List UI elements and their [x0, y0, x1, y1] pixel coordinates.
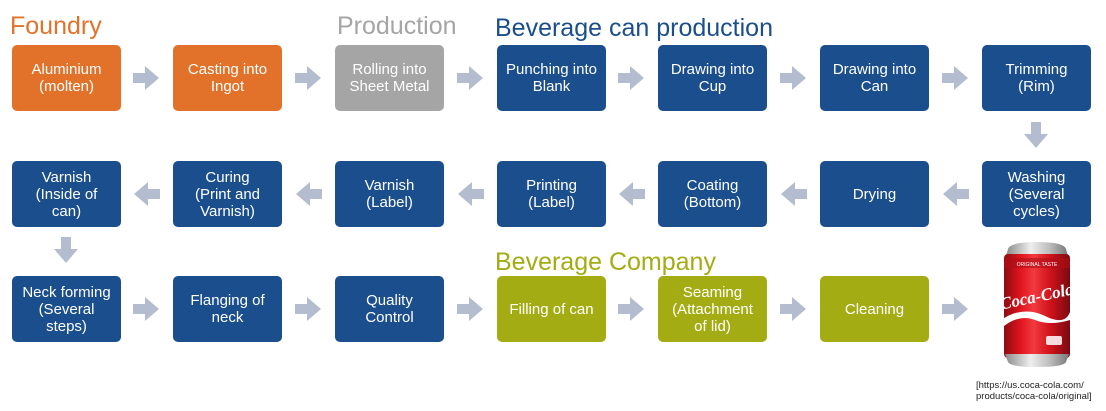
step-cleaning: Cleaning [820, 276, 929, 342]
image-source-note: [https://us.coca-cola.com/ products/coca… [976, 380, 1092, 402]
step-seaming: Seaming (Attachment of lid) [658, 276, 767, 342]
step-curing: Curing (Print and Varnish) [173, 161, 282, 227]
step-neck-forming: Neck forming (Several steps) [12, 276, 121, 342]
arrow-left-icon [781, 182, 807, 206]
step-drying: Drying [820, 161, 929, 227]
step-rolling: Rolling into Sheet Metal [335, 45, 444, 111]
step-trimming: Trimming (Rim) [982, 45, 1091, 111]
arrow-right-icon [295, 66, 321, 90]
arrow-right-icon [133, 297, 159, 321]
step-coating: Coating (Bottom) [658, 161, 767, 227]
step-drawing-can: Drawing into Can [820, 45, 929, 111]
heading-beverage-company: Beverage Company [495, 248, 716, 276]
arrow-left-icon [296, 182, 322, 206]
step-punching: Punching into Blank [497, 45, 606, 111]
arrow-right-icon [618, 66, 644, 90]
step-flanging: Flanging of neck [173, 276, 282, 342]
step-varnish-label: Varnish (Label) [335, 161, 444, 227]
step-varnish-inside: Varnish (Inside of can) [12, 161, 121, 227]
heading-foundry: Foundry [10, 12, 102, 40]
arrow-right-icon [780, 297, 806, 321]
step-filling: Filling of can [497, 276, 606, 342]
step-washing: Washing (Several cycles) [982, 161, 1091, 227]
arrow-left-icon [619, 182, 645, 206]
arrow-down-icon [54, 237, 78, 263]
arrow-right-icon [457, 66, 483, 90]
step-casting: Casting into Ingot [173, 45, 282, 111]
step-printing: Printing (Label) [497, 161, 606, 227]
heading-production: Production [337, 12, 457, 40]
arrow-right-icon [295, 297, 321, 321]
arrow-left-icon [458, 182, 484, 206]
step-aluminium: Aluminium (molten) [12, 45, 121, 111]
arrow-down-icon [1024, 122, 1048, 148]
arrow-left-icon [134, 182, 160, 206]
arrow-right-icon [780, 66, 806, 90]
arrow-left-icon [943, 182, 969, 206]
arrow-right-icon [457, 297, 483, 321]
arrow-right-icon [618, 297, 644, 321]
svg-text:ORIGINAL TASTE: ORIGINAL TASTE [1017, 262, 1058, 268]
arrow-right-icon [942, 297, 968, 321]
step-quality: Quality Control [335, 276, 444, 342]
arrow-right-icon [942, 66, 968, 90]
arrow-right-icon [133, 66, 159, 90]
coca-cola-can-image: ORIGINAL TASTE Coca-Cola [998, 240, 1076, 368]
heading-beverage-can-production: Beverage can production [495, 14, 773, 42]
step-drawing-cup: Drawing into Cup [658, 45, 767, 111]
